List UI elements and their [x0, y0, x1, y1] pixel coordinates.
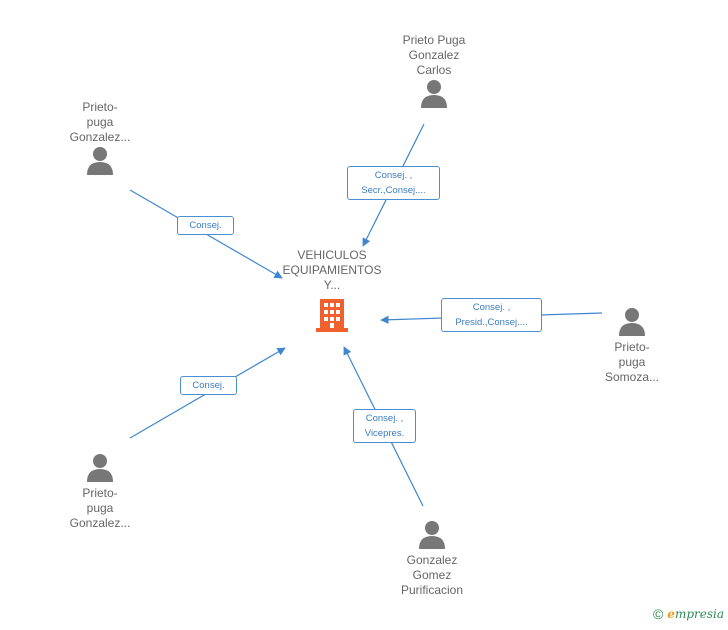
- person-node-p5[interactable]: Gonzalez Gomez Purificacion: [382, 519, 482, 598]
- relation-label-p2[interactable]: Consej.: [177, 216, 234, 235]
- person-node-p2[interactable]: Prieto- puga Gonzalez...: [55, 100, 145, 179]
- copyright-symbol: ©: [652, 606, 664, 622]
- person-icon: [419, 521, 445, 549]
- person-node-p4[interactable]: Prieto- puga Gonzalez...: [55, 452, 145, 531]
- building-icon: [316, 299, 348, 332]
- relation-label-p3[interactable]: Consej. , Presid.,Consej....: [441, 298, 542, 332]
- company-node[interactable]: VEHICULOS EQUIPAMIENTOS Y...: [270, 248, 394, 333]
- person-icon: [87, 454, 113, 482]
- person-name: Prieto- puga Somoza...: [604, 340, 660, 384]
- relation-label-p4[interactable]: Consej.: [180, 376, 237, 395]
- person-name: Gonzalez Gomez Purificacion: [400, 553, 464, 597]
- person-icon: [619, 308, 645, 336]
- brand-logo: empresia: [667, 607, 724, 621]
- person-name: Prieto- puga Gonzalez...: [69, 100, 131, 144]
- relation-label-p5[interactable]: Consej. , Vicepres.: [353, 409, 416, 443]
- person-name: Prieto Puga Gonzalez Carlos: [402, 33, 466, 77]
- person-icon: [87, 147, 113, 175]
- person-node-p1[interactable]: Prieto Puga Gonzalez Carlos: [384, 33, 484, 112]
- person-node-p3[interactable]: Prieto- puga Somoza...: [587, 306, 677, 385]
- footer-brand[interactable]: © empresia: [653, 606, 724, 622]
- person-icon: [421, 80, 447, 108]
- company-name: VEHICULOS EQUIPAMIENTOS Y...: [282, 248, 382, 292]
- person-name: Prieto- puga Gonzalez...: [69, 486, 131, 530]
- relation-label-p1[interactable]: Consej. , Secr.,Consej....: [347, 166, 440, 200]
